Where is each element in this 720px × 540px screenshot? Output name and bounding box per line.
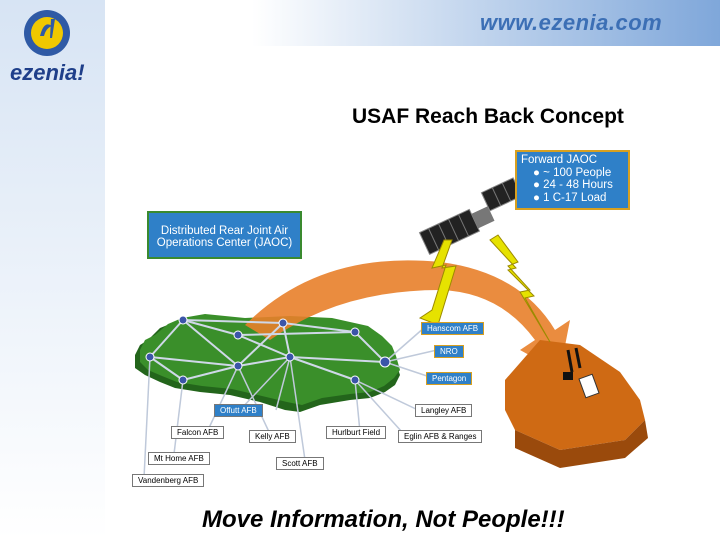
forward-jaoc-title: Forward JAOC xyxy=(521,154,598,166)
page-title: USAF Reach Back Concept xyxy=(352,105,624,128)
node-label-vandenberg: Vandenberg AFB xyxy=(132,474,205,487)
node-label-scott: Scott AFB xyxy=(276,457,324,470)
node-label-hurlburt: Hurlburt Field xyxy=(326,426,387,439)
satellite-icon xyxy=(418,177,523,256)
node-label-kelly: Kelly AFB xyxy=(249,430,296,443)
node-label-offutt: Offutt AFB xyxy=(214,404,263,417)
sidebar-strip xyxy=(0,0,105,540)
brand-name: ezenia! xyxy=(10,60,85,85)
reach-back-arrow xyxy=(245,260,570,372)
node-label-hanscom: Hanscom AFB xyxy=(421,322,485,335)
forward-jaoc-bullet: ● 1 C-17 Load xyxy=(533,191,607,204)
forward-terrain xyxy=(505,340,645,450)
node-label-langley: Langley AFB xyxy=(415,404,473,417)
site-url[interactable]: www.ezenia.com xyxy=(480,10,663,35)
tagline: Move Information, Not People!!! xyxy=(202,506,565,533)
lightning-bolt-left-icon xyxy=(418,239,457,326)
header-banner xyxy=(0,0,720,46)
node-label-falcon: Falcon AFB xyxy=(171,426,225,439)
forward-jaoc-bullet: ● ~ 100 People xyxy=(533,166,612,179)
ezenia-logo-icon xyxy=(24,10,70,56)
lightning-bolt-right-icon xyxy=(489,234,551,343)
forward-jaoc-box: Forward JAOC ● ~ 100 People ● 24 - 48 Ho… xyxy=(515,150,630,210)
forward-jaoc-bullet: ● 24 - 48 Hours xyxy=(533,179,613,191)
node-label-mt-home: Mt Home AFB xyxy=(148,452,210,465)
node-label-eglin: Eglin AFB & Ranges xyxy=(398,430,483,443)
rear-jaoc-box: Distributed Rear Joint Air Operations Ce… xyxy=(147,211,302,259)
node-label-pentagon: Pentagon xyxy=(426,372,473,385)
node-label-nro: NRO xyxy=(434,345,464,358)
